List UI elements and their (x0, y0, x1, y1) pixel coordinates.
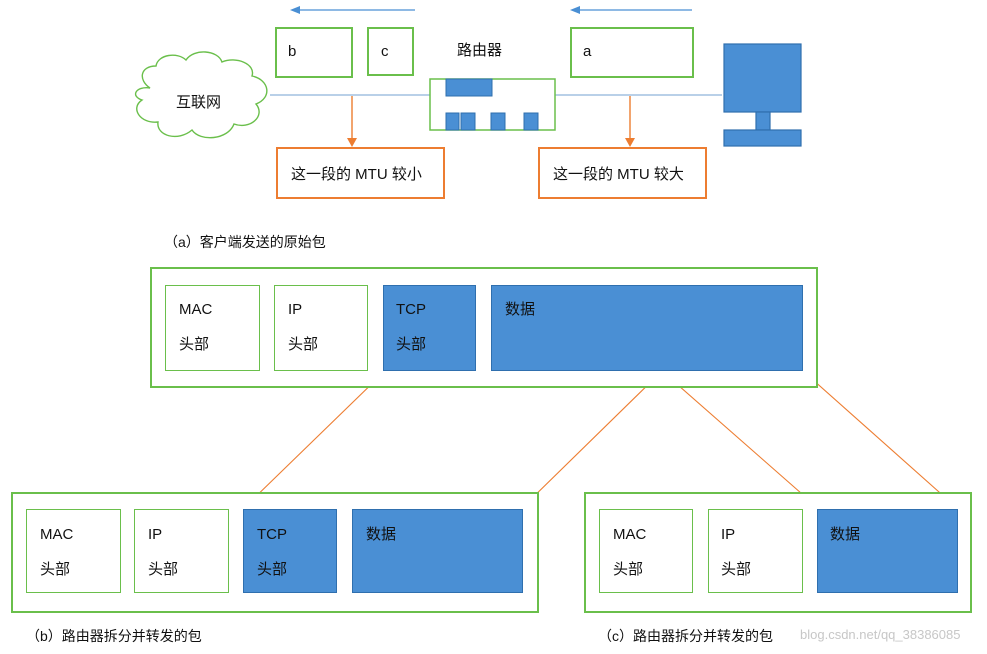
packet-c-mac-sub: 头部 (613, 561, 644, 578)
internet-label: 互联网 (176, 94, 222, 111)
router-label: 路由器 (457, 42, 503, 59)
router-port-2 (460, 112, 476, 131)
segment-box-b-label: b (288, 43, 297, 60)
caption-b: （b）路由器拆分并转发的包 (26, 628, 202, 644)
packet-b-ip-label: IP (148, 526, 163, 543)
router-port-4 (523, 112, 539, 131)
computer-base (723, 129, 802, 147)
mtu-large-label: 这一段的 MTU 较大 (553, 166, 684, 183)
mtu-small-arrowhead (347, 138, 357, 147)
packet-a-tcp-sub: 头部 (396, 336, 427, 353)
watermark: blog.csdn.net/qq_38386085 (800, 627, 961, 642)
packet-c-ip-header: IP 头部 (708, 509, 803, 593)
packet-b-mac-header: MAC 头部 (26, 509, 121, 593)
direction-arrowhead-left (290, 6, 300, 14)
split-line-data-center-right (661, 370, 819, 509)
segment-box-a-label: a (583, 43, 592, 60)
packet-b-tcp-header: TCP 头部 (243, 509, 337, 593)
packet-c-mac-label: MAC (613, 526, 647, 543)
packet-c-ip-sub: 头部 (721, 561, 752, 578)
packet-a-mac-sub: 头部 (179, 336, 210, 353)
segment-box-c: c (367, 27, 414, 76)
internet-cloud (134, 51, 268, 139)
split-line-data-right (802, 370, 958, 509)
packet-a-ip-sub: 头部 (288, 336, 319, 353)
packet-b-data-label: 数据 (366, 526, 397, 543)
router-top-block (445, 78, 493, 97)
computer-monitor (723, 43, 802, 113)
router-port-1 (445, 112, 460, 131)
computer-neck (755, 111, 771, 131)
router-port-3 (490, 112, 506, 131)
packet-b-mac-sub: 头部 (40, 561, 71, 578)
caption-a: （a）客户端发送的原始包 (164, 234, 326, 250)
split-line-tcp-left (243, 370, 386, 509)
mtu-large-arrowhead (625, 138, 635, 147)
segment-box-b: b (275, 27, 353, 78)
direction-arrowhead-right (570, 6, 580, 14)
packet-a-tcp-label: TCP (396, 301, 426, 318)
mtu-small-box: 这一段的 MTU 较小 (276, 147, 445, 199)
caption-c: （c）路由器拆分并转发的包 (598, 628, 773, 644)
packet-a-ip-header: IP 头部 (274, 285, 368, 371)
mtu-large-box: 这一段的 MTU 较大 (538, 147, 707, 199)
packet-c-mac-header: MAC 头部 (599, 509, 693, 593)
packet-c-ip-label: IP (721, 526, 736, 543)
packet-a-data: 数据 (491, 285, 803, 371)
packet-b-ip-sub: 头部 (148, 561, 179, 578)
packet-a-mac-header: MAC 头部 (165, 285, 260, 371)
segment-box-c-label: c (381, 43, 389, 60)
packet-a-ip-label: IP (288, 301, 303, 318)
mtu-small-label: 这一段的 MTU 较小 (291, 166, 422, 183)
segment-box-a: a (570, 27, 694, 78)
packet-b-mac-label: MAC (40, 526, 74, 543)
packet-b-tcp-sub: 头部 (257, 561, 288, 578)
packet-b-ip-header: IP 头部 (134, 509, 229, 593)
packet-a-data-label: 数据 (505, 301, 536, 318)
packet-c-data: 数据 (817, 509, 958, 593)
packet-b-data: 数据 (352, 509, 523, 593)
packet-a-mac-label: MAC (179, 301, 213, 318)
packet-b-tcp-label: TCP (257, 526, 287, 543)
packet-a-tcp-header: TCP 头部 (383, 285, 476, 371)
packet-c-data-label: 数据 (830, 526, 861, 543)
split-line-data-center-left (521, 370, 663, 509)
